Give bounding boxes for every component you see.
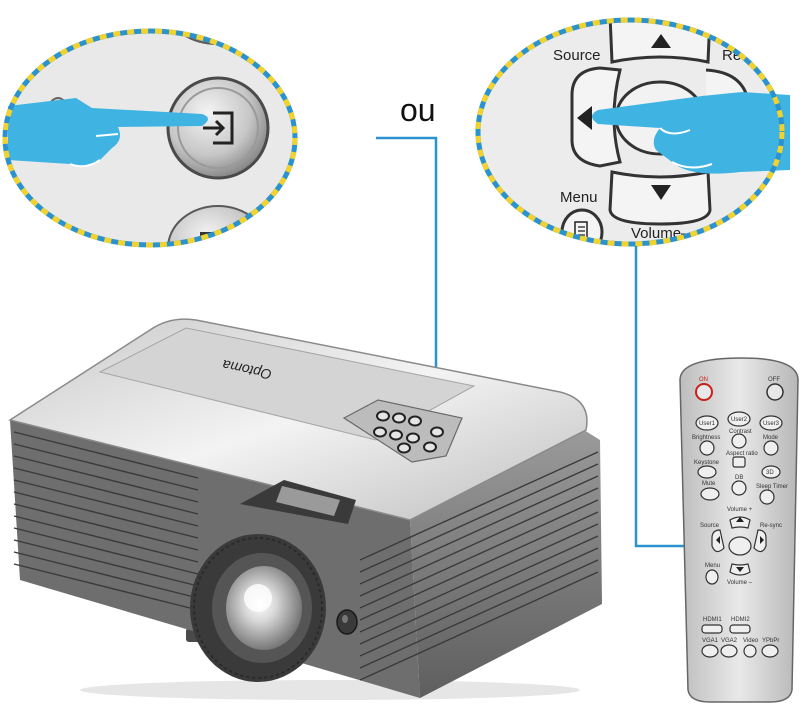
source-label: Source [553, 47, 601, 64]
vga2-button[interactable] [720, 644, 738, 658]
projector: Optoma [8, 318, 602, 700]
remote-menu-button[interactable] [705, 569, 719, 585]
remote-hdmi2-label: HDMI2 [731, 617, 750, 623]
remote-resync-label: Re-sync [760, 523, 782, 529]
brightness-button[interactable] [699, 440, 715, 456]
remote-menu-label: Menu [705, 563, 720, 569]
left-callout [2, 28, 298, 248]
remote-hdmi1-label: HDMI1 [703, 617, 722, 623]
remote-on-label: ON [699, 377, 708, 383]
hdmi1-button[interactable] [701, 624, 723, 634]
remote-video-label: Video [743, 638, 759, 644]
user2-button[interactable] [727, 411, 751, 427]
remote-mode-label: Mode [763, 435, 779, 441]
remote-off-label: OFF [768, 377, 780, 383]
remote-brightness-label: Brightness [692, 435, 720, 441]
remote-volplus-label: Volume + [727, 507, 753, 513]
pointing-hand-icon [8, 98, 208, 168]
remote-ypbpr-label: YPbPr [762, 638, 779, 644]
remote-sleep-label: Sleep Timer [756, 484, 788, 490]
pointing-hand-icon-right [592, 92, 790, 174]
remote-contrast-label: Contrast [729, 429, 752, 435]
remote-vga1-label: VGA1 [702, 638, 719, 644]
remote-source-label: Source [700, 523, 720, 529]
remote-db-label: DB [735, 475, 743, 481]
remote-up-button[interactable] [729, 516, 751, 529]
hdmi2-button[interactable] [729, 624, 751, 634]
user3-button[interactable] [759, 415, 783, 431]
remote-3d-label: 3D [766, 470, 774, 476]
leader-lines [376, 136, 706, 548]
menu-button-partial [167, 205, 269, 245]
ypbpr-button[interactable] [761, 644, 779, 658]
connector-word: ou [400, 92, 436, 128]
power-on-button[interactable] [695, 383, 713, 401]
right-callout: Source Re-s Menu Volume– [475, 0, 790, 247]
sleep-button[interactable] [759, 489, 775, 505]
remote-control: ON OFF User1 User2 User3 Contrast Bright… [679, 357, 799, 703]
remote-aspect-label: Aspect ratio [726, 451, 758, 457]
db-button[interactable] [731, 480, 747, 496]
up-button[interactable] [608, 0, 712, 64]
projector-lens [190, 534, 326, 682]
aspect-button[interactable] [732, 456, 746, 468]
menu-label: Menu [560, 189, 598, 206]
keypad-buttons [373, 410, 444, 454]
mute-button[interactable] [700, 487, 720, 501]
source-input-icon [203, 111, 234, 145]
mode-button[interactable] [763, 440, 779, 456]
user1-button[interactable] [695, 415, 719, 431]
remote-keystone-label: Keystone [694, 460, 720, 466]
remote-vga2-label: VGA2 [721, 638, 738, 644]
remote-volminus-label: Volume – [727, 580, 753, 586]
enter-button[interactable] [728, 536, 752, 556]
remote-user1-label: User1 [699, 421, 716, 427]
power-off-button[interactable] [766, 383, 784, 401]
contrast-button[interactable] [731, 433, 747, 449]
remote-user3-label: User3 [763, 421, 780, 427]
remote-mute-label: Mute [702, 481, 716, 487]
video-button[interactable] [743, 644, 757, 658]
vga1-button[interactable] [701, 644, 719, 658]
remote-user2-label: User2 [731, 417, 748, 423]
3d-button[interactable] [761, 465, 781, 479]
keystone-button[interactable] [697, 465, 717, 479]
